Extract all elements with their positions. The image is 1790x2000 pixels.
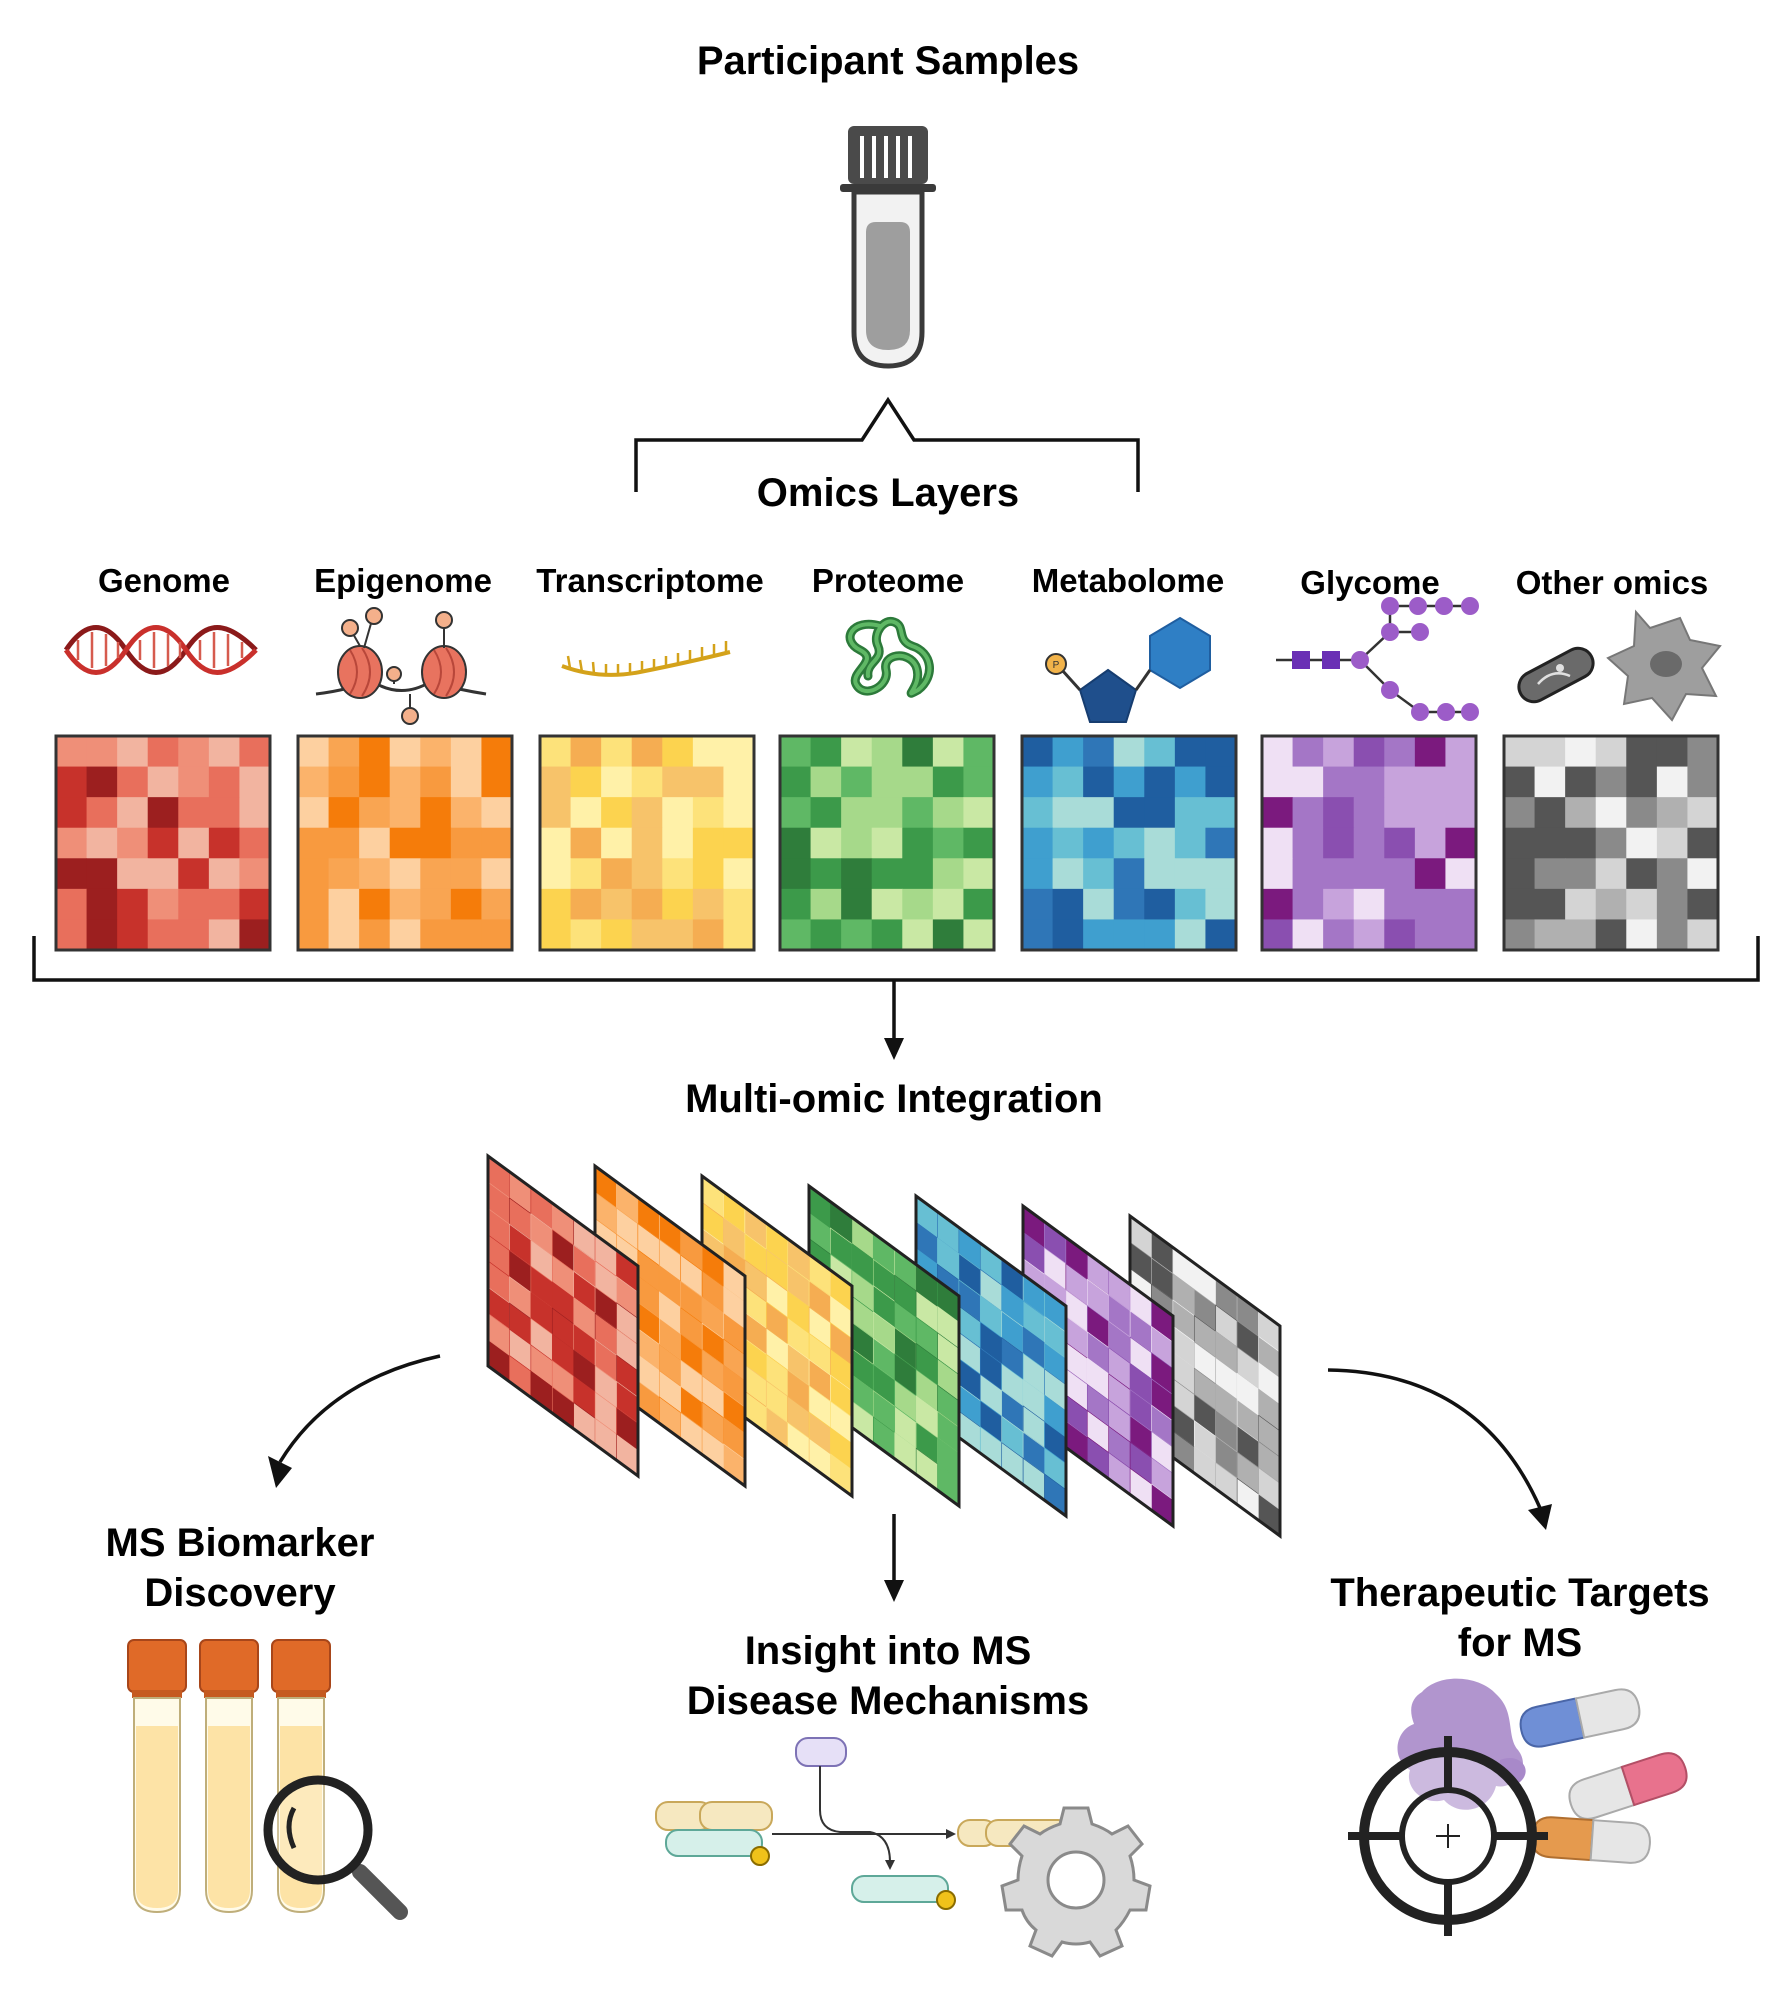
matrix-other-omics — [1502, 734, 1720, 952]
samples-bracket — [634, 396, 1140, 492]
layer-label-genome: Genome — [98, 562, 230, 599]
omics-matrices — [54, 734, 1720, 952]
layer-label-other-omics: Other omics — [1516, 564, 1709, 601]
nucleosome-icon — [315, 607, 487, 725]
matrix-glycome — [1260, 734, 1478, 952]
capsule-blue-icon — [1519, 1688, 1641, 1748]
microbe-cell-icon — [1517, 609, 1722, 722]
layer-label-proteome: Proteome — [812, 562, 964, 599]
layer-label-transcriptome: Transcriptome — [536, 562, 763, 599]
arrow-to-insight — [884, 1514, 904, 1602]
insight-title-line1: Insight into MS — [745, 1629, 1032, 1673]
biomarker-title-line1: MS Biomarker — [106, 1521, 375, 1565]
participant-samples-title: Participant Samples — [697, 39, 1079, 83]
matrix-epigenome — [296, 734, 514, 952]
layers-bracket — [32, 936, 1760, 1060]
integration-title: Multi-omic Integration — [685, 1077, 1103, 1121]
layer-label-glycome: Glycome — [1300, 564, 1439, 601]
gear-icon — [1000, 1806, 1152, 1958]
sample-tube-icon — [840, 126, 936, 369]
magnifier-icon — [263, 1775, 408, 1920]
matrix-transcriptome — [538, 734, 756, 952]
targets-title-line1: Therapeutic Targets — [1330, 1571, 1709, 1615]
blood-tubes-icon — [127, 1639, 331, 1914]
matrix-genome — [54, 734, 272, 952]
glycan-icon — [1276, 597, 1479, 721]
integrated-matrix-stack — [486, 1153, 1282, 1539]
biomarker-title-line2: Discovery — [144, 1571, 336, 1615]
dna-helix-icon — [63, 625, 258, 675]
matrix-metabolome — [1020, 734, 1238, 952]
omics-layers-title: Omics Layers — [757, 471, 1019, 515]
layer-labels: Genome Epigenome Transcriptome Proteome Meta… — [98, 562, 1708, 601]
targets-title-line2: for MS — [1458, 1621, 1582, 1665]
arrow-to-targets — [1327, 1368, 1552, 1530]
layer-label-epigenome: Epigenome — [314, 562, 492, 599]
insight-title-line2: Disease Mechanisms — [687, 1679, 1089, 1723]
arrow-to-biomarker — [268, 1354, 441, 1488]
svg-text:P: P — [1053, 660, 1060, 671]
stacked-matrix-genome — [486, 1153, 640, 1479]
capsule-pink-icon — [1568, 1752, 1688, 1820]
protein-icon — [845, 616, 934, 698]
capsule-orange-icon — [1531, 1816, 1651, 1864]
matrix-proteome — [778, 734, 996, 952]
layer-label-metabolome: Metabolome — [1032, 562, 1225, 599]
target-crosshair-icon — [1348, 1736, 1548, 1936]
metabolite-icon: P — [1045, 616, 1211, 723]
rna-strand-icon — [561, 641, 731, 677]
